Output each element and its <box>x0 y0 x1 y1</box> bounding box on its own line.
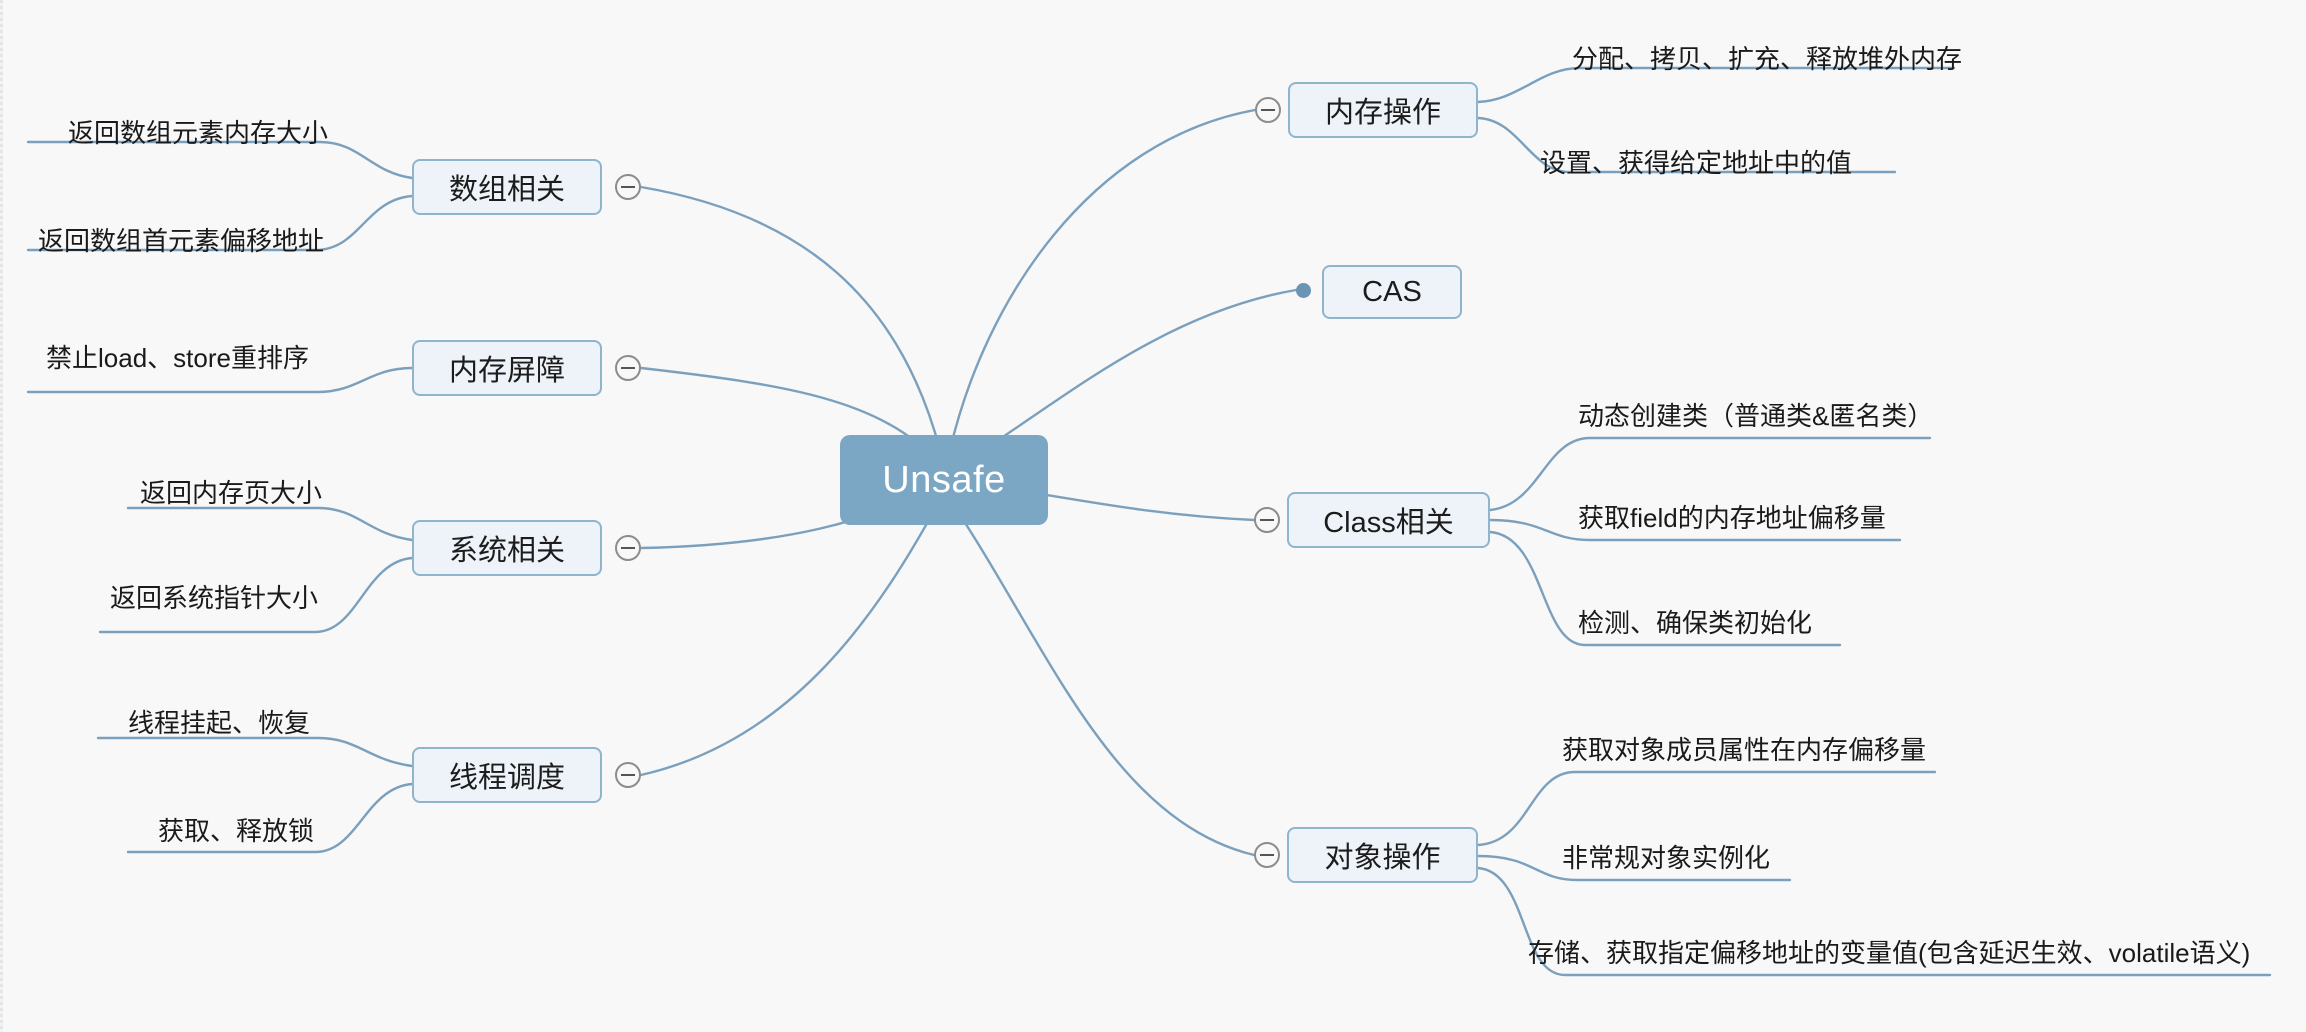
branch-label-memory-barrier: 内存屏障 <box>448 355 565 387</box>
branch-label-object-operations: 对象操作 <box>1324 842 1441 874</box>
canvas-left-edge-strip <box>0 0 3 1032</box>
minus-circle-icon-object-operations[interactable] <box>1254 842 1280 868</box>
link-root-to-object-operations <box>948 498 1256 857</box>
link-root-to-thread-scheduling <box>639 498 942 777</box>
minus-circle-icon-memory-barrier[interactable] <box>615 355 641 381</box>
root-node-label: Unsafe <box>882 458 1006 501</box>
branch-label-memory-operations: 内存操作 <box>1324 97 1441 129</box>
branch-node-memory-operations[interactable]: 内存操作 <box>1288 82 1478 138</box>
branch-node-array-related[interactable]: 数组相关 <box>412 159 602 215</box>
leaf-label-thread-scheduling-0: 线程挂起、恢复 <box>128 708 311 738</box>
branch-label-class-related: Class相关 <box>1323 507 1454 539</box>
branch-node-object-operations[interactable]: 对象操作 <box>1287 827 1478 883</box>
branch-label-system-related: 系统相关 <box>448 535 565 567</box>
minus-circle-icon-system-related[interactable] <box>615 535 641 561</box>
link-object-operations-leaf-0 <box>1476 770 1937 847</box>
minus-circle-icon-memory-operations[interactable] <box>1255 97 1281 123</box>
leaf-label-array-related-1: 返回数组首元素偏移地址 <box>38 226 325 256</box>
minus-circle-icon-array-related[interactable] <box>615 174 641 200</box>
leaf-dot-icon-cas[interactable] <box>1296 283 1311 298</box>
leaf-label-class-related-1: 获取field的内存地址偏移量 <box>1578 503 1886 533</box>
minus-circle-icon-thread-scheduling[interactable] <box>615 762 641 788</box>
branch-label-cas: CAS <box>1362 275 1422 308</box>
leaf-label-class-related-0: 动态创建类（普通类&匿名类） <box>1578 401 1934 431</box>
leaf-label-class-related-2: 检测、确保类初始化 <box>1578 608 1813 638</box>
leaf-label-memory-operations-0: 分配、拷贝、扩充、释放堆外内存 <box>1572 44 1963 74</box>
leaf-label-system-related-1: 返回系统指针大小 <box>110 583 319 613</box>
branch-node-cas[interactable]: CAS <box>1322 265 1462 319</box>
branch-label-thread-scheduling: 线程调度 <box>448 762 565 794</box>
leaf-label-memory-barrier-0: 禁止load、store重排序 <box>46 343 309 373</box>
branch-node-thread-scheduling[interactable]: 线程调度 <box>412 747 602 803</box>
leaf-label-object-operations-0: 获取对象成员属性在内存偏移量 <box>1562 735 1927 765</box>
minus-circle-icon-class-related[interactable] <box>1254 507 1280 533</box>
leaf-label-array-related-0: 返回数组元素内存大小 <box>68 118 329 148</box>
branch-node-system-related[interactable]: 系统相关 <box>412 520 602 576</box>
root-node-unsafe[interactable]: Unsafe <box>840 435 1048 525</box>
branch-node-class-related[interactable]: Class相关 <box>1287 492 1490 548</box>
leaf-label-memory-operations-1: 设置、获得给定地址中的值 <box>1540 148 1853 178</box>
link-root-to-memory-operations <box>948 108 1257 452</box>
link-root-to-array-related <box>639 185 942 452</box>
link-system-related-leaf-0 <box>126 506 414 542</box>
branch-node-memory-barrier[interactable]: 内存屏障 <box>412 340 602 396</box>
leaf-label-object-operations-2: 存储、获取指定偏移地址的变量值(包含延迟生效、volatile语义) <box>1528 938 2251 968</box>
link-class-related-leaf-0 <box>1488 436 1932 512</box>
branch-label-array-related: 数组相关 <box>448 174 565 206</box>
link-thread-scheduling-leaf-0 <box>96 736 414 768</box>
leaf-label-system-related-0: 返回内存页大小 <box>140 478 323 508</box>
leaf-label-thread-scheduling-1: 获取、释放锁 <box>158 816 315 846</box>
leaf-label-object-operations-1: 非常规对象实例化 <box>1562 843 1771 873</box>
